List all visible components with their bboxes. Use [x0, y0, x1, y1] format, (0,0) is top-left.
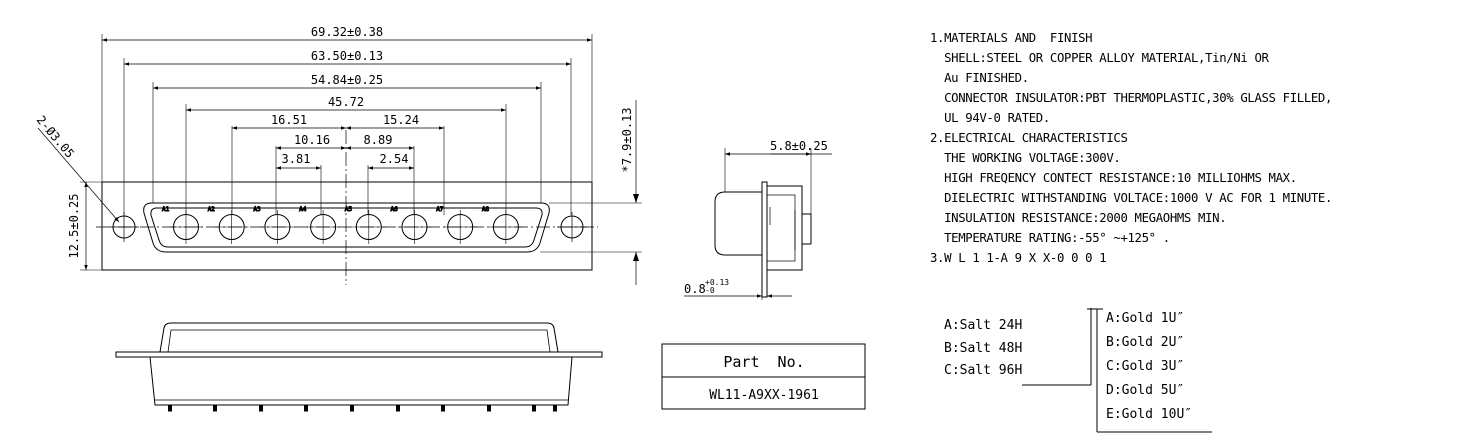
dim-shell-width: 54.84±0.25	[311, 73, 383, 87]
dim-right-mid: 8.89	[364, 133, 393, 147]
front-dshell-inner	[150, 207, 543, 248]
note-line: DIELECTRIC WITHSTANDING VOLTACE:1000 V A…	[930, 191, 1333, 205]
bottom-shell-outline	[159, 322, 559, 353]
pin-tail	[553, 404, 557, 412]
pin-label: A2	[208, 206, 216, 213]
dim-hole-diameter: 2-Ø3.05	[34, 113, 77, 161]
dim-left-outer: 16.51	[271, 113, 307, 127]
dim-mount-hole-spacing: 63.50±0.13	[311, 49, 383, 63]
dim-pin-span: 45.72	[328, 95, 364, 109]
pin-tail	[259, 404, 263, 412]
bottom-flange	[115, 351, 603, 358]
dim-shell-height: *7.9±0.13	[620, 107, 634, 172]
part-code: 3.W L 1 1-A 9 X X-0 0 0 1	[930, 251, 1107, 265]
pin-tail	[487, 404, 491, 412]
gold-option: B:Gold 2U″	[1106, 335, 1185, 350]
dim-left-inner: 3.81	[282, 152, 311, 166]
part-number-value: WL11-A9XX-1961	[709, 388, 819, 403]
pin-tail	[396, 404, 400, 412]
hole-leader	[37, 127, 120, 223]
gold-option: D:Gold 5U″	[1106, 383, 1185, 398]
front-view: A1 A2 A3 A4 A5 A6 A7 A8	[37, 34, 642, 285]
pin-tail	[168, 404, 172, 412]
pin-tail	[304, 404, 308, 412]
pin-label: A8	[482, 206, 490, 213]
salt-option: B:Salt 48H	[944, 341, 1023, 356]
side-shell-body	[714, 191, 763, 256]
bottom-pin-tails	[168, 404, 557, 412]
note-line: 1.MATERIALS AND FINISH	[930, 31, 1093, 45]
gold-option: C:Gold 3U″	[1106, 359, 1185, 374]
dim-right-outer: 15.24	[383, 113, 419, 127]
note-line: SHELL:STEEL OR COPPER ALLOY MATERIAL,Tin…	[930, 51, 1269, 65]
salt-option: C:Salt 96H	[944, 363, 1023, 378]
note-line: TEMPERATURE RATING:-55° ~+125° .	[930, 231, 1170, 245]
dim-right-inner: 2.54	[380, 152, 409, 166]
pin-label: A6	[391, 206, 399, 213]
side-view	[684, 148, 832, 300]
pin-label: A7	[436, 206, 444, 213]
dim-flange-tol-upper: +0.13	[705, 278, 729, 287]
note-line: 2.ELECTRICAL CHARACTERISTICS	[930, 131, 1128, 145]
pin-label: A5	[345, 206, 353, 213]
salt-option: A:Salt 24H	[944, 318, 1023, 333]
note-line: THE WORKING VOLTAGE:300V.	[930, 151, 1121, 165]
pin-cavities: A1 A2 A3 A4 A5 A6 A7 A8	[162, 206, 523, 244]
note-line: Au FINISHED.	[930, 71, 1029, 85]
pin-label: A1	[162, 206, 170, 213]
side-flange	[761, 181, 768, 298]
pin-tail	[532, 404, 536, 412]
side-dimension-labels: 5.8±0.25 0.8 +0.13 -0	[684, 139, 828, 296]
dim-overall-width: 69.32±0.38	[311, 25, 383, 39]
gold-option: A:Gold 1U″	[1106, 311, 1185, 326]
dim-flange-tol-lower: -0	[705, 286, 715, 295]
note-line: HIGH FREQENCY CONTECT RESISTANCE:10 MILL…	[930, 171, 1297, 185]
pin-tail	[213, 404, 217, 412]
dim-left-mid: 10.16	[294, 133, 330, 147]
pin-label: A3	[253, 206, 261, 213]
note-line: CONNECTOR INSULATOR:PBT THERMOPLASTIC,30…	[930, 91, 1333, 105]
note-line: INSULATION RESISTANCE:2000 MEGAOHMS MIN.	[930, 211, 1227, 225]
code-brackets	[1022, 308, 1212, 433]
part-number-title: Part No.	[723, 353, 804, 371]
pin-label: A4	[299, 206, 307, 213]
dim-flange-thickness: 0.8	[684, 282, 706, 296]
gold-option: E:Gold 10U″	[1106, 407, 1193, 422]
dim-flange-height: 12.5±0.25	[67, 193, 81, 258]
part-number-box: Part No. WL11-A9XX-1961	[661, 343, 866, 410]
bottom-view	[115, 322, 603, 412]
pin-tail	[350, 404, 354, 412]
note-line: UL 94V-0 RATED.	[930, 111, 1050, 125]
front-dshell-outer	[143, 202, 550, 253]
pin-tail	[441, 404, 445, 412]
front-flange-outline	[101, 181, 593, 271]
dim-side-depth: 5.8±0.25	[770, 139, 828, 153]
